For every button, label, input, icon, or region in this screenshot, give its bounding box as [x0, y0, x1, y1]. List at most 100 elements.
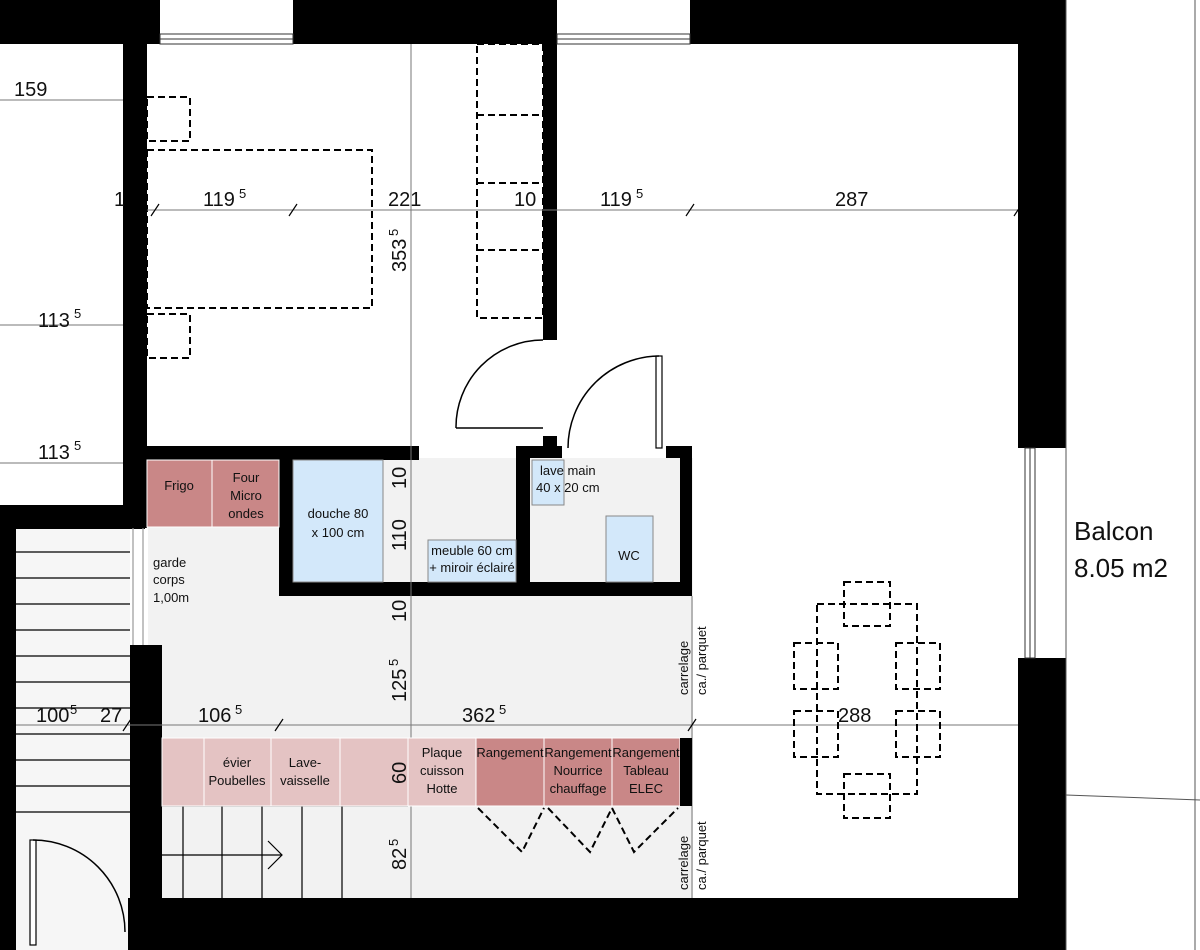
lave-main-label-1: lave main — [540, 463, 596, 478]
kitchen-end-wall — [680, 738, 692, 806]
dim-119a: 119 — [203, 189, 235, 211]
dim-10b: 10 — [389, 467, 411, 489]
rangement-3-label-1: Rangement — [612, 745, 680, 760]
wc-fixture — [605, 515, 654, 583]
bed-outline — [146, 149, 373, 309]
meuble — [427, 539, 517, 583]
carrelage-bottom-2: ca./ parquet — [694, 821, 709, 890]
rangement-1-label: Rangement — [476, 745, 544, 760]
dim-125-sup: 5 — [386, 659, 401, 666]
garde-corps-2: corps — [153, 572, 185, 587]
dim-100: 100 — [36, 705, 69, 727]
rangement-2-label-3: chauffage — [550, 781, 607, 796]
dim-113b: 113 — [38, 442, 70, 464]
balcon-label: Balcon — [1074, 516, 1154, 546]
wall-top-divider — [543, 0, 557, 340]
balcon-area: 8.05 m2 — [1074, 553, 1168, 583]
dim-82-sup: 5 — [386, 839, 401, 846]
dim-113b-sup: 5 — [74, 438, 81, 453]
rangement-3-label-3: ELEC — [629, 781, 663, 796]
dim-60: 60 — [389, 762, 411, 784]
bath-wall-bottom — [279, 582, 691, 596]
bed-nightstand-bottom — [146, 313, 191, 359]
douche-label-2: x 100 cm — [312, 525, 365, 540]
dim-119b: 119 — [600, 189, 632, 211]
garde-corps-1: garde — [153, 555, 186, 570]
dim-159: 159 — [14, 79, 47, 101]
four-label-3: ondes — [228, 506, 264, 521]
dim-362-sup: 5 — [499, 702, 506, 717]
dining-table — [793, 581, 941, 819]
staircase — [16, 528, 408, 898]
wall-top-right — [690, 0, 1065, 44]
lave-label-2: vaisselle — [280, 773, 330, 788]
four-label-2: Micro — [230, 488, 262, 503]
dim-119b-sup: 5 — [636, 186, 643, 201]
wall-right-upper — [1018, 0, 1066, 448]
wall-stair-top — [0, 505, 145, 529]
dim-362: 362 — [462, 705, 495, 727]
dim-125: 125 — [389, 669, 411, 702]
wc-wall-top-left — [516, 446, 562, 458]
frigo-label: Frigo — [164, 478, 194, 493]
window-right — [1024, 447, 1036, 659]
dim-27: 27 — [100, 705, 122, 727]
stairs-floor — [0, 528, 130, 950]
lave-main — [531, 459, 565, 506]
dim-353-sup: 5 — [386, 229, 401, 236]
wall-left-vertical — [123, 0, 147, 528]
rangement-2-label-2: Nourrice — [553, 763, 602, 778]
dim-113a: 113 — [38, 310, 70, 332]
evier-label-1: évier — [223, 755, 252, 770]
window-top-left — [159, 33, 294, 45]
dim-ticks — [122, 203, 1023, 732]
wc-label: WC — [618, 548, 640, 563]
wc-door — [567, 355, 663, 449]
wall-top-mid — [293, 0, 557, 44]
carrelage-top-2: ca./ parquet — [694, 626, 709, 695]
dim-288: 288 — [838, 705, 871, 727]
cabinet-swing-2 — [547, 807, 613, 854]
plaque-label-3: Hotte — [426, 781, 457, 796]
douche — [292, 459, 384, 583]
dim-1: 1 — [114, 189, 125, 211]
plaque-unit — [407, 737, 477, 807]
bed-nightstand-top — [146, 96, 191, 142]
dim-100-sup: 5 — [70, 702, 77, 717]
dim-353: 353 — [389, 239, 411, 272]
dim-106: 106 — [198, 705, 231, 727]
cabinet-swing-3 — [611, 807, 679, 854]
lave-main-label-2: 40 x 20 cm — [536, 480, 600, 495]
garde-corps-3: 1,00m — [153, 590, 189, 605]
dim-110: 110 — [389, 519, 411, 551]
door-jamb — [543, 436, 557, 448]
rangement-2-label-1: Rangement — [544, 745, 612, 760]
entry-door — [29, 839, 126, 946]
dim-10c: 10 — [389, 600, 411, 622]
frigo-unit — [146, 459, 213, 528]
dim-106-sup: 5 — [235, 702, 242, 717]
plaque-label-2: cuisson — [420, 763, 464, 778]
dim-287: 287 — [835, 189, 868, 211]
lave-vaisselle-unit — [270, 737, 341, 807]
plaque-label-1: Plaque — [422, 745, 462, 760]
four-label-1: Four — [233, 470, 260, 485]
wardrobe-outline — [476, 43, 544, 319]
bedroom-door — [455, 339, 544, 429]
wc-wall-right — [680, 446, 692, 596]
kitchen-unit-4 — [339, 737, 409, 807]
wall-stair-left — [0, 505, 16, 950]
carrelage-bottom-1: carrelage — [676, 836, 691, 890]
dim-82: 82 — [389, 848, 411, 870]
evier-label-2: Poubelles — [208, 773, 266, 788]
lave-label-1: Lave- — [289, 755, 322, 770]
window-top-mid — [556, 33, 691, 45]
dim-113a-sup: 5 — [74, 306, 81, 321]
dim-221: 221 — [388, 189, 421, 211]
evier-unit — [203, 737, 272, 807]
wc-wall-top-right — [666, 446, 692, 458]
rangement-3-unit — [611, 737, 681, 807]
douche-label-1: douche 80 — [308, 506, 369, 521]
wall-stair-post — [130, 645, 162, 900]
